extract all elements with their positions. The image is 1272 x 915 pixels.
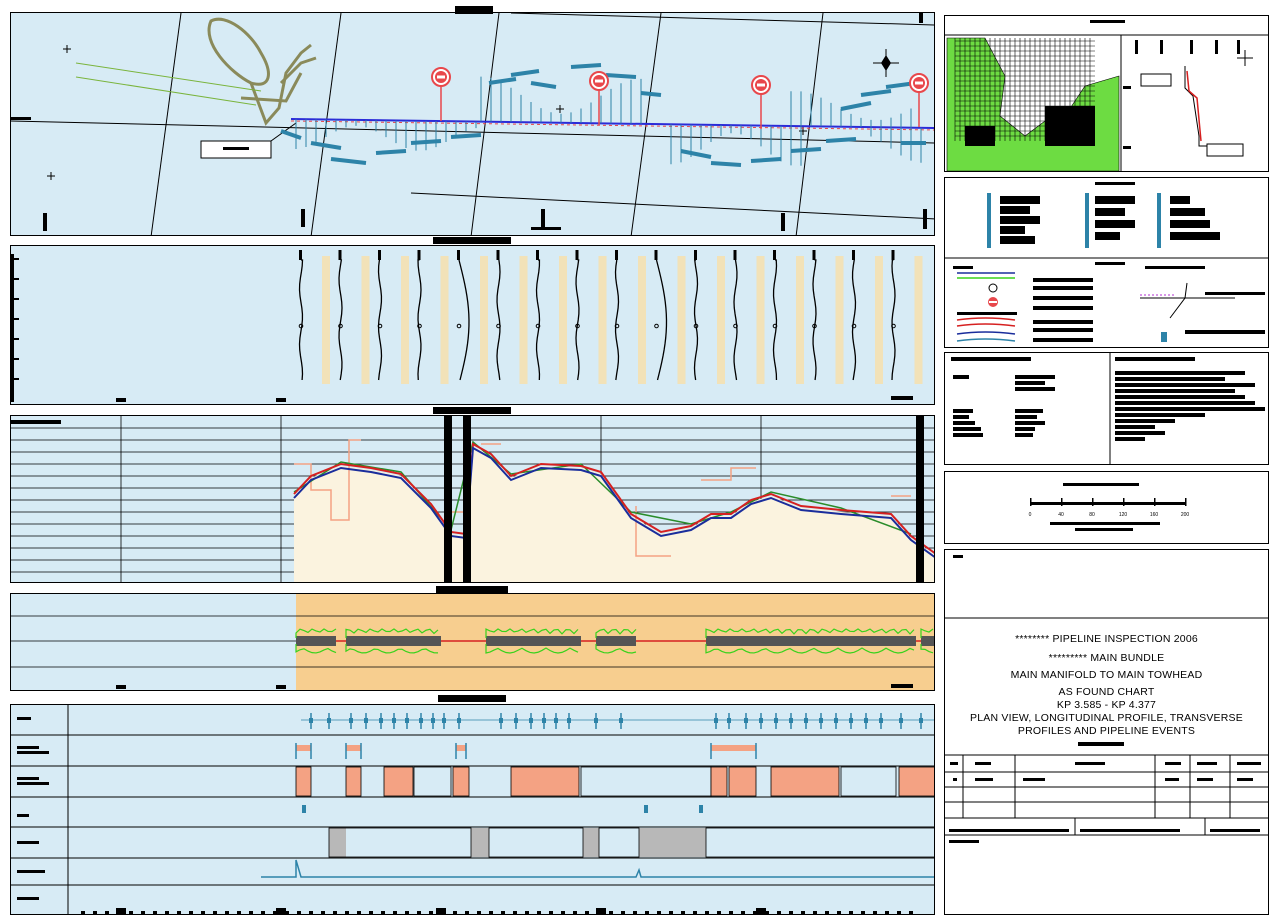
longitudinal-profile-panel (10, 415, 935, 583)
free-span-markers (431, 67, 929, 129)
plan-event-bars (280, 63, 926, 167)
title-line-4: AS FOUND CHART (1058, 686, 1155, 698)
title-line-3: MAIN MANIFOLD TO MAIN TOWHEAD (1010, 669, 1203, 681)
location-maps-box (944, 15, 1269, 172)
scale-tick-label: 80 (1089, 512, 1095, 518)
no-entry-sign-icon (431, 67, 451, 121)
title-line-1: ******** PIPELINE INSPECTION 2006 (1015, 633, 1198, 645)
legend-drawing (945, 182, 1268, 342)
title-line-6: PLAN VIEW, LONGITUDINAL PROFILE, TRANSVE… (970, 712, 1243, 724)
no-entry-sign-icon (751, 75, 771, 129)
scale-tick-label: 0 (1029, 512, 1032, 518)
north-arrow-icon (873, 49, 899, 77)
drawing-title: ******** PIPELINE INSPECTION 2006 ******… (945, 633, 1268, 738)
transverse-profiles-panel (10, 245, 935, 405)
title-block-grid (945, 555, 1268, 843)
title-line-7: PROFILES AND PIPELINE EVENTS (1017, 725, 1196, 737)
pipeline-events-drawing (11, 705, 934, 914)
scale-tick-label: 160 (1150, 512, 1159, 518)
burial-trace-panel (10, 593, 935, 691)
plan-view-panel (10, 12, 935, 236)
legend-box (944, 177, 1269, 348)
scale-box: 0 40 80 120 160 200 (944, 471, 1269, 544)
notes-drawing (951, 353, 1265, 464)
title-block: ******** PIPELINE INSPECTION 2006 ******… (944, 549, 1269, 915)
plan-view-drawing (11, 13, 934, 235)
title-line-5: KP 3.585 - KP 4.377 (1056, 699, 1157, 711)
burial-trace-drawing (11, 594, 934, 690)
scale-bar-drawing: 0 40 80 120 160 200 (1029, 483, 1190, 531)
location-maps-drawing (945, 20, 1268, 171)
notes-box (944, 352, 1269, 465)
title-line-2: ********* MAIN BUNDLE (1048, 652, 1165, 664)
scale-tick-label: 200 (1181, 512, 1190, 518)
no-entry-sign-icon (589, 71, 609, 125)
scale-tick-label: 120 (1119, 512, 1128, 518)
pipeline-events-panel (10, 704, 935, 915)
transverse-profiles-drawing (11, 250, 923, 402)
longitudinal-profile-drawing (11, 416, 934, 582)
no-entry-sign-icon (909, 73, 929, 127)
scale-tick-label: 40 (1058, 512, 1064, 518)
